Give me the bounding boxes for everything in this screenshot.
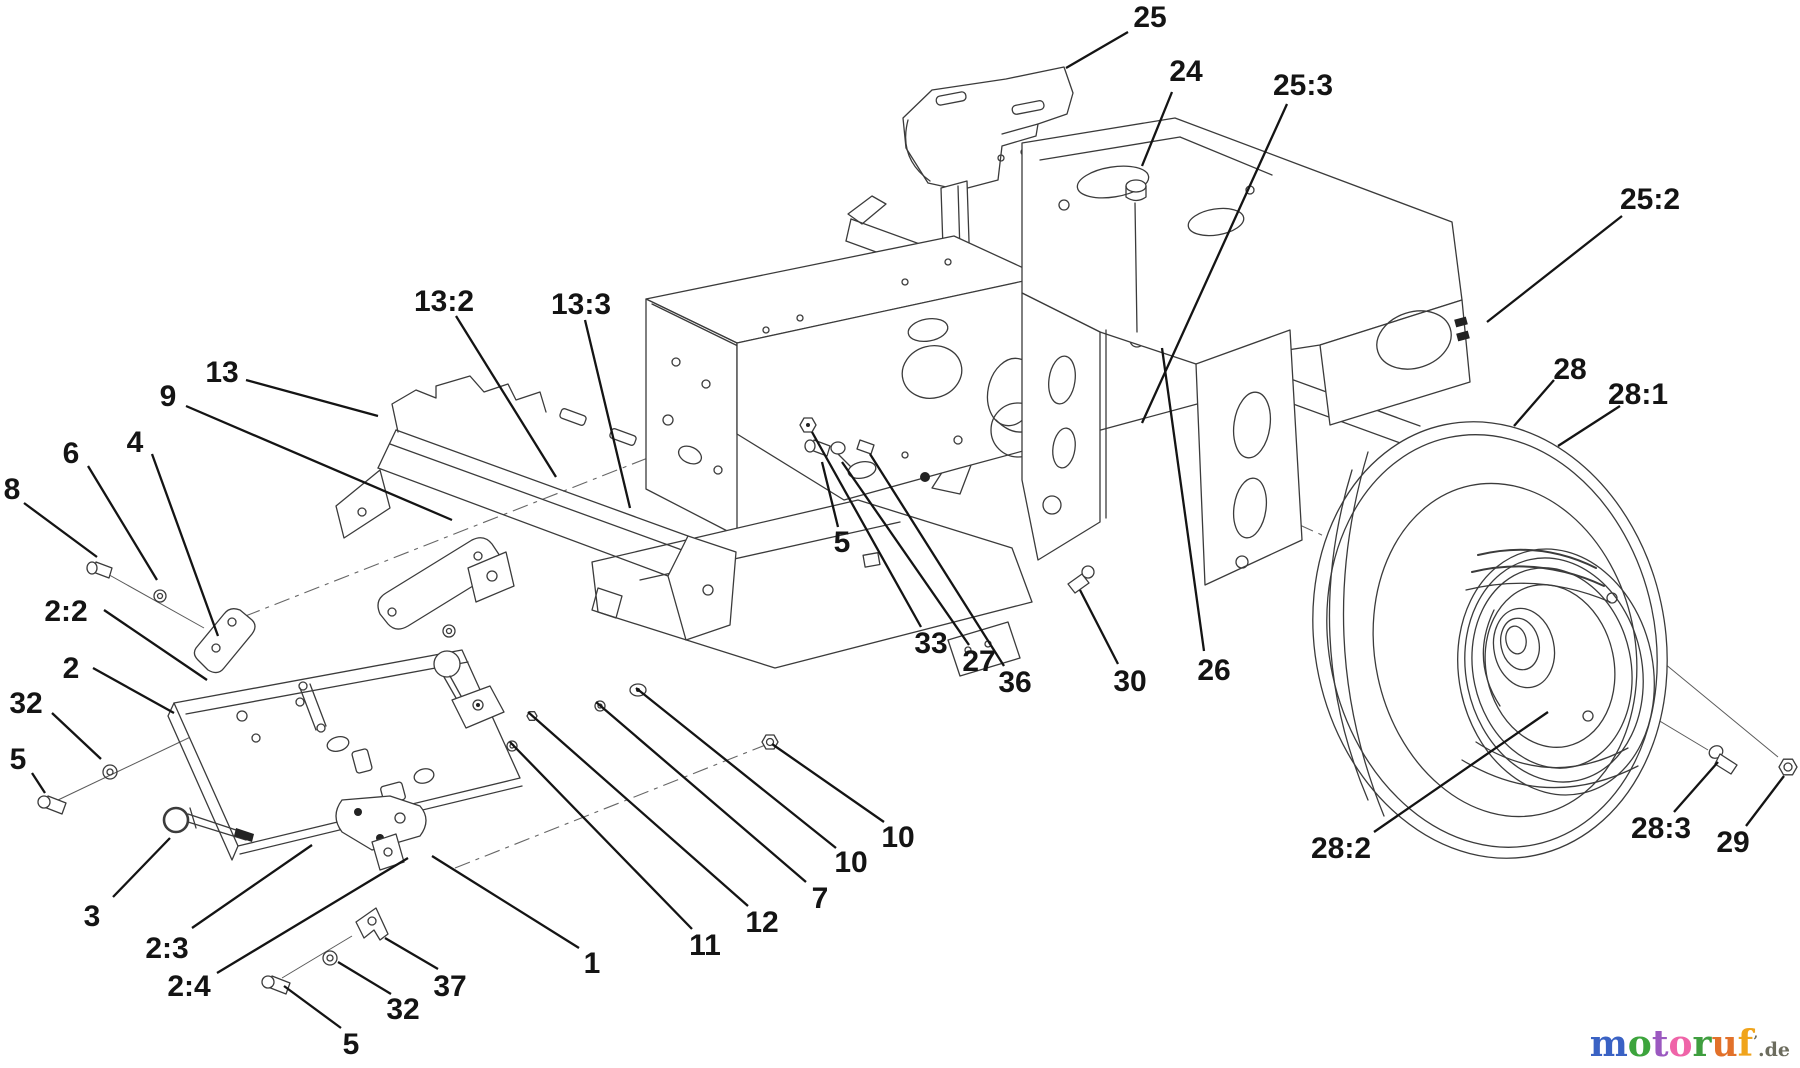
- callout-leader-32: [337, 961, 392, 995]
- callout-leader-24: [1140, 91, 1174, 167]
- callout-leader-5: [820, 461, 840, 528]
- callout-leader-28:3: [1673, 761, 1719, 813]
- callout-label-36: 36: [998, 666, 1031, 699]
- callout-leader-1: [431, 855, 580, 949]
- callout-label-10: 10: [834, 846, 867, 879]
- logo-letter: o: [1627, 1023, 1652, 1065]
- callout-label-6: 6: [63, 437, 80, 470]
- logo-mark: ’: [1753, 1034, 1758, 1050]
- callout-label-32: 32: [386, 993, 419, 1026]
- callout-label-28:3: 28:3: [1631, 812, 1691, 845]
- callout-label-28:2: 28:2: [1311, 832, 1371, 865]
- callout-label-26: 26: [1197, 654, 1230, 687]
- callout-label-5: 5: [343, 1028, 360, 1061]
- callout-label-29: 29: [1716, 826, 1749, 859]
- callout-label-8: 8: [4, 473, 21, 506]
- callout-leader-5: [283, 985, 342, 1029]
- callout-leader-33: [810, 431, 923, 628]
- callout-label-33: 33: [914, 627, 947, 660]
- callout-label-11: 11: [689, 929, 721, 962]
- callout-leader-2:4: [216, 857, 409, 974]
- callout-leader-26: [1160, 347, 1206, 652]
- rear-wheel: [1312, 421, 1668, 859]
- callout-label-25:2: 25:2: [1620, 183, 1680, 216]
- callout-leader-2:3: [191, 844, 313, 929]
- callout-leader-37: [384, 937, 439, 970]
- callout-label-3: 3: [84, 900, 101, 933]
- callout-leader-27: [841, 461, 970, 646]
- callout-label-1: 1: [584, 947, 601, 980]
- callout-label-25: 25: [1133, 1, 1166, 34]
- callout-label-30: 30: [1113, 665, 1146, 698]
- callout-label-13:3: 13:3: [551, 288, 611, 321]
- logo-letter: u: [1711, 1023, 1738, 1065]
- callout-label-28:1: 28:1: [1608, 378, 1668, 411]
- callout-label-25:3: 25:3: [1273, 69, 1333, 102]
- callout-label-2:4: 2:4: [167, 970, 211, 1003]
- callout-label-13:2: 13:2: [414, 285, 474, 318]
- mounting-plate-2: [162, 537, 523, 871]
- callout-leader-25:2: [1486, 215, 1623, 323]
- logo-letter: t: [1651, 1023, 1669, 1065]
- callout-leader-11: [509, 741, 693, 930]
- callout-label-12: 12: [745, 906, 778, 939]
- callout-leader-12: [527, 711, 749, 907]
- callout-leader-8: [23, 502, 98, 558]
- callout-label-4: 4: [127, 426, 144, 459]
- callout-leader-28:2: [1373, 711, 1549, 833]
- callout-leader-2: [92, 666, 175, 715]
- callout-leader-30: [1078, 589, 1120, 665]
- callout-leader-2:2: [103, 609, 208, 681]
- frame-right-box: [1021, 117, 1471, 586]
- callout-leader-10: [771, 743, 885, 823]
- callout-label-5: 5: [10, 743, 27, 776]
- callout-leader-13:3: [583, 319, 632, 509]
- callout-leader-29: [1745, 775, 1785, 827]
- logo-letter: f: [1737, 1023, 1754, 1065]
- callout-label-2:3: 2:3: [145, 932, 188, 965]
- sub-frame-13: [335, 375, 737, 641]
- callout-label-28: 28: [1553, 353, 1586, 386]
- callout-leader-28:1: [1557, 405, 1621, 447]
- callout-leader-3: [112, 837, 171, 898]
- callout-label-10: 10: [881, 821, 914, 854]
- callout-label-2:2: 2:2: [44, 595, 87, 628]
- frame-left-rail: [645, 235, 1044, 537]
- callout-label-32: 32: [9, 687, 42, 720]
- callout-leader-7: [595, 701, 807, 883]
- logo-letter: r: [1692, 1023, 1712, 1065]
- callout-leader-32: [51, 712, 102, 760]
- callout-label-27: 27: [962, 645, 995, 678]
- callout-label-24: 24: [1169, 55, 1203, 88]
- callout-label-13: 13: [205, 356, 238, 389]
- callout-leader-4: [150, 453, 220, 637]
- callout-leader-5: [31, 772, 46, 794]
- callout-label-9: 9: [160, 380, 177, 413]
- callout-leader-25: [1065, 31, 1129, 69]
- callout-leader-13: [245, 378, 379, 418]
- callout-label-7: 7: [812, 882, 829, 915]
- logo-letter: o: [1668, 1023, 1693, 1065]
- callout-leader-9: [185, 404, 453, 522]
- callout-leader-36: [869, 453, 1005, 667]
- callout-leader-13:2: [455, 315, 557, 478]
- callout-leader-6: [87, 465, 158, 581]
- callout-label-5: 5: [834, 526, 851, 559]
- motoruf-logo: motoruf’.de: [1590, 1026, 1790, 1062]
- callout-leader-10: [635, 687, 837, 849]
- callout-label-2: 2: [63, 652, 80, 685]
- callout-leader-28: [1513, 379, 1555, 427]
- logo-domain-suffix: .de: [1758, 1039, 1790, 1061]
- logo-letter: m: [1589, 1023, 1628, 1065]
- callout-label-37: 37: [433, 970, 466, 1003]
